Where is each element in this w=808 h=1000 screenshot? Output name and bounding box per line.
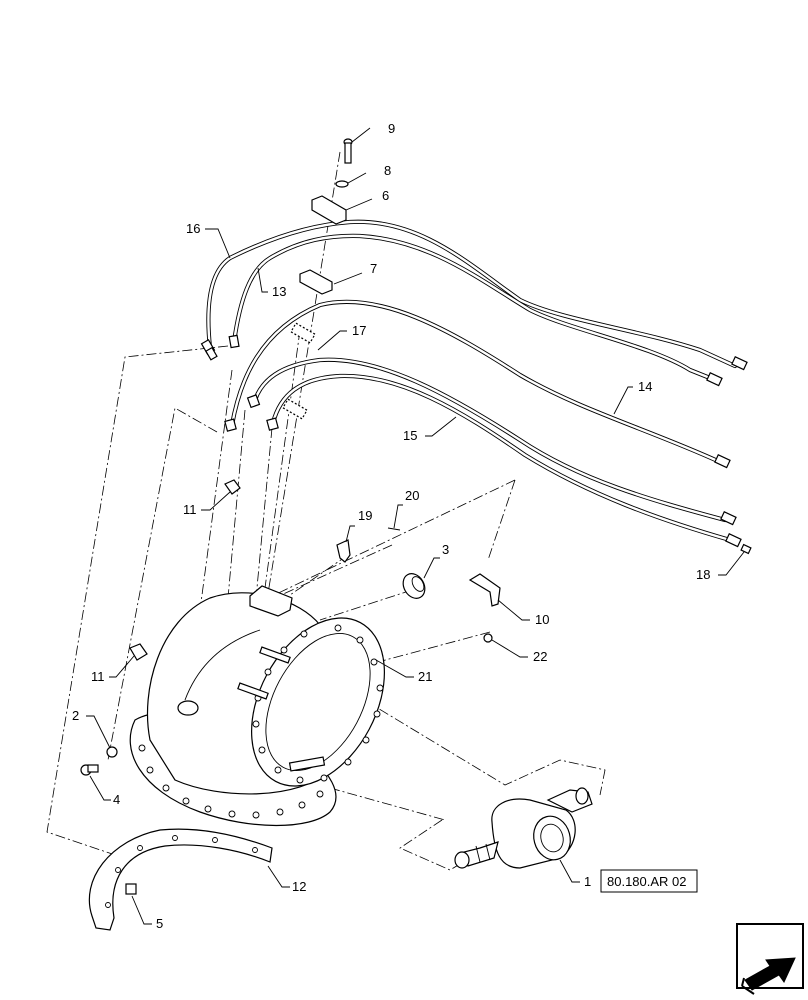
bolt-part-9 [343,138,353,164]
callout-22: 22 [533,649,547,664]
callout-20: 20 [405,488,419,503]
nut-part-5 [125,883,137,895]
washer-part-2 [106,746,118,758]
callout-11-upper: 11 [183,502,197,517]
callout-5: 5 [156,916,163,931]
washer-part-8 [335,180,349,188]
callout-1: 1 [584,874,591,889]
cap-part-3 [402,573,426,599]
clip-part-17a [290,322,316,344]
callout-3: 3 [442,542,449,557]
clamp-part-6 [311,195,347,225]
nut-part-18 [740,543,752,555]
tube-fittings [200,334,748,548]
callout-14: 14 [638,379,652,394]
swivel-joint-part-1 [454,787,593,869]
callout-7: 7 [370,261,377,276]
callout-4: 4 [113,792,120,807]
callout-16: 16 [186,221,200,236]
hardware [80,138,752,776]
fitting-part-11-upper [224,479,241,495]
clip-part-17b [282,398,308,420]
callout-21: 21 [418,669,432,684]
callout-17: 17 [352,323,366,338]
callout-6: 6 [382,188,389,203]
bracket-part-10 [468,573,501,607]
axle-housing-part-21 [129,585,385,827]
callout-15: 15 [403,428,417,443]
fitting-part-11-lower [129,643,148,661]
clip-part-19 [336,539,351,563]
callout-13: 13 [272,284,286,299]
callout-18: 18 [696,567,710,582]
bolt-part-4 [80,764,99,776]
reference-label[interactable]: 80.180.AR 02 [607,874,687,889]
segment-plate-part-12 [88,828,273,931]
callout-19: 19 [358,508,372,523]
callout-8: 8 [384,163,391,178]
clamp-part-7 [299,269,333,295]
callout-2: 2 [72,708,79,723]
flange-holes-side [252,624,384,784]
next-page-arrow-icon[interactable] [736,923,804,995]
callout-11-lower: 11 [91,669,105,684]
callout-10: 10 [535,612,549,627]
callout-12: 12 [292,879,306,894]
screw-part-22 [483,633,493,643]
hydraulic-lines [200,219,748,548]
reference-link[interactable]: 80.180.AR 02 [600,869,698,893]
pin-part-20 [387,527,401,531]
flange-holes-lower [138,744,324,819]
callouts: 9 8 6 7 16 13 17 14 15 11 20 19 3 18 10 … [72,121,745,931]
callout-9: 9 [388,121,395,136]
